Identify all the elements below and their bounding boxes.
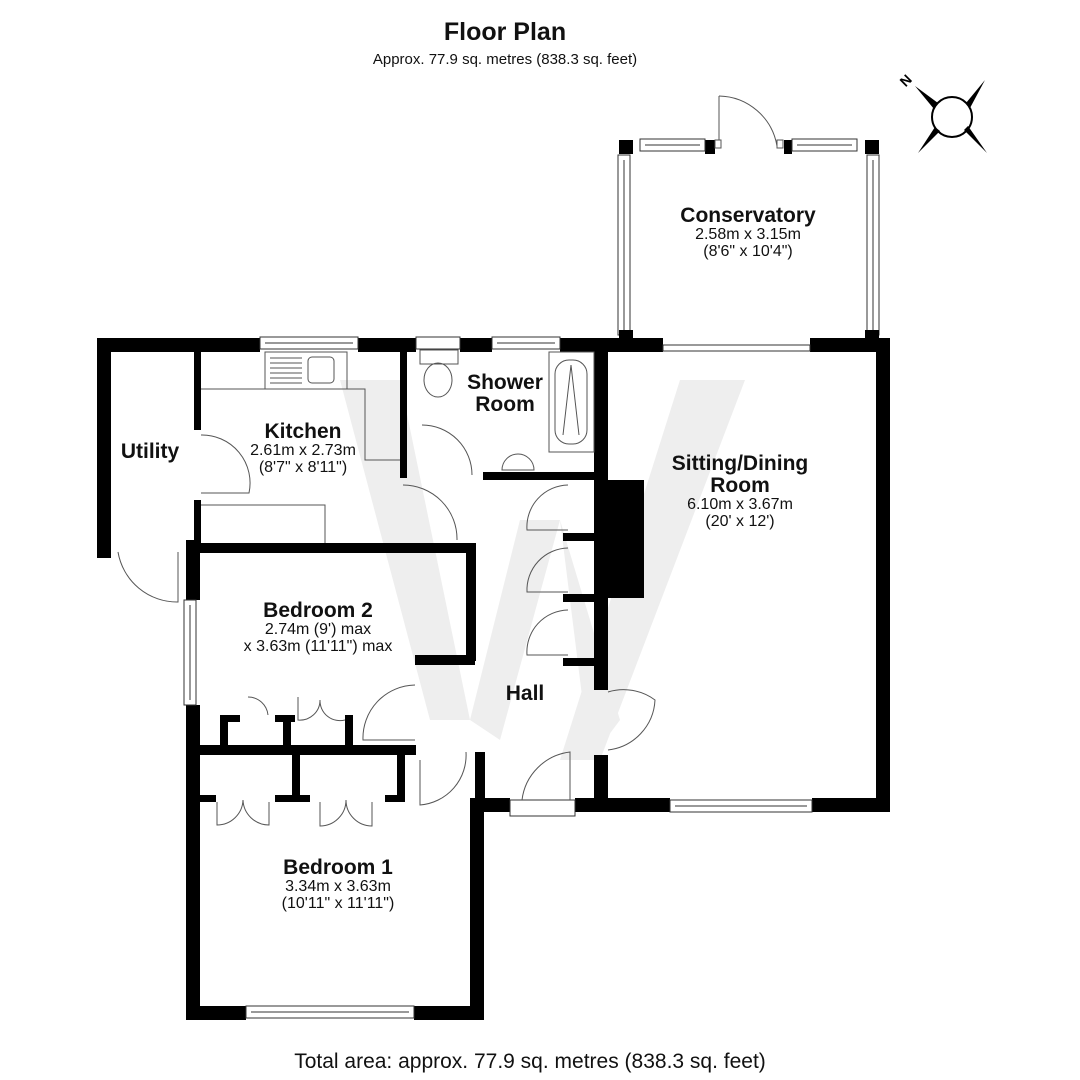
- room-name-line2: Room: [475, 393, 535, 417]
- conservatory-walls: [617, 95, 880, 336]
- kitchen-fixtures: [201, 351, 400, 543]
- room-dim-line1: 2.74m (9') max: [264, 621, 372, 639]
- room-hall: Hall: [490, 682, 560, 705]
- windows: [183, 336, 813, 1019]
- page-title: Floor Plan: [443, 18, 567, 46]
- room-dim-metric: 2.61m x 2.73m: [250, 442, 356, 460]
- shower-room-fixtures: [419, 349, 595, 471]
- room-name: Hall: [505, 682, 545, 705]
- room-dim-imperial: (20' x 12'): [705, 512, 775, 530]
- internal-walls: [194, 345, 644, 810]
- room-name-line1: Shower: [467, 371, 543, 394]
- outer-walls: [97, 330, 890, 1020]
- total-area: Total area: approx. 77.9 sq. metres (838…: [294, 1050, 766, 1073]
- room-dim-metric: 3.34m x 3.63m: [285, 878, 391, 896]
- room-dim-imperial: (8'6" x 10'4"): [703, 242, 793, 260]
- room-kitchen: Kitchen 2.61m x 2.73m (8'7" x 8'11"): [228, 420, 378, 477]
- room-name: Bedroom 1: [283, 856, 393, 879]
- room-name-line2: Room: [710, 474, 770, 498]
- room-bedroom-2: Bedroom 2 2.74m (9') max x 3.63m (11'11"…: [218, 599, 418, 656]
- room-sitting-dining: Sitting/Dining Room 6.10m x 3.67m (20' x…: [640, 452, 840, 531]
- room-dim-line2: x 3.63m (11'11") max: [243, 637, 393, 655]
- room-conservatory: Conservatory 2.58m x 3.15m (8'6" x 10'4"…: [648, 204, 848, 261]
- room-name: Conservatory: [680, 204, 816, 227]
- doors: [117, 424, 656, 827]
- room-utility: Utility: [110, 440, 190, 463]
- page-subtitle: Approx. 77.9 sq. metres (838.3 sq. feet): [372, 51, 638, 68]
- room-shower: Shower Room: [450, 371, 560, 417]
- room-bedroom-1: Bedroom 1 3.34m x 3.63m (10'11" x 11'11"…: [238, 856, 438, 913]
- room-name: Kitchen: [264, 420, 342, 443]
- room-dim-metric: 2.58m x 3.15m: [695, 226, 801, 244]
- room-dim-imperial: (10'11" x 11'11"): [281, 894, 395, 912]
- room-dim-metric: 6.10m x 3.67m: [687, 496, 793, 514]
- room-name-line1: Sitting/Dining: [671, 452, 809, 475]
- compass-north-label: N: [896, 71, 914, 89]
- room-dim-imperial: (8'7" x 8'11"): [258, 458, 348, 476]
- compass-rose-icon: N: [896, 71, 987, 153]
- room-name: Utility: [120, 440, 180, 463]
- room-name: Bedroom 2: [263, 599, 373, 622]
